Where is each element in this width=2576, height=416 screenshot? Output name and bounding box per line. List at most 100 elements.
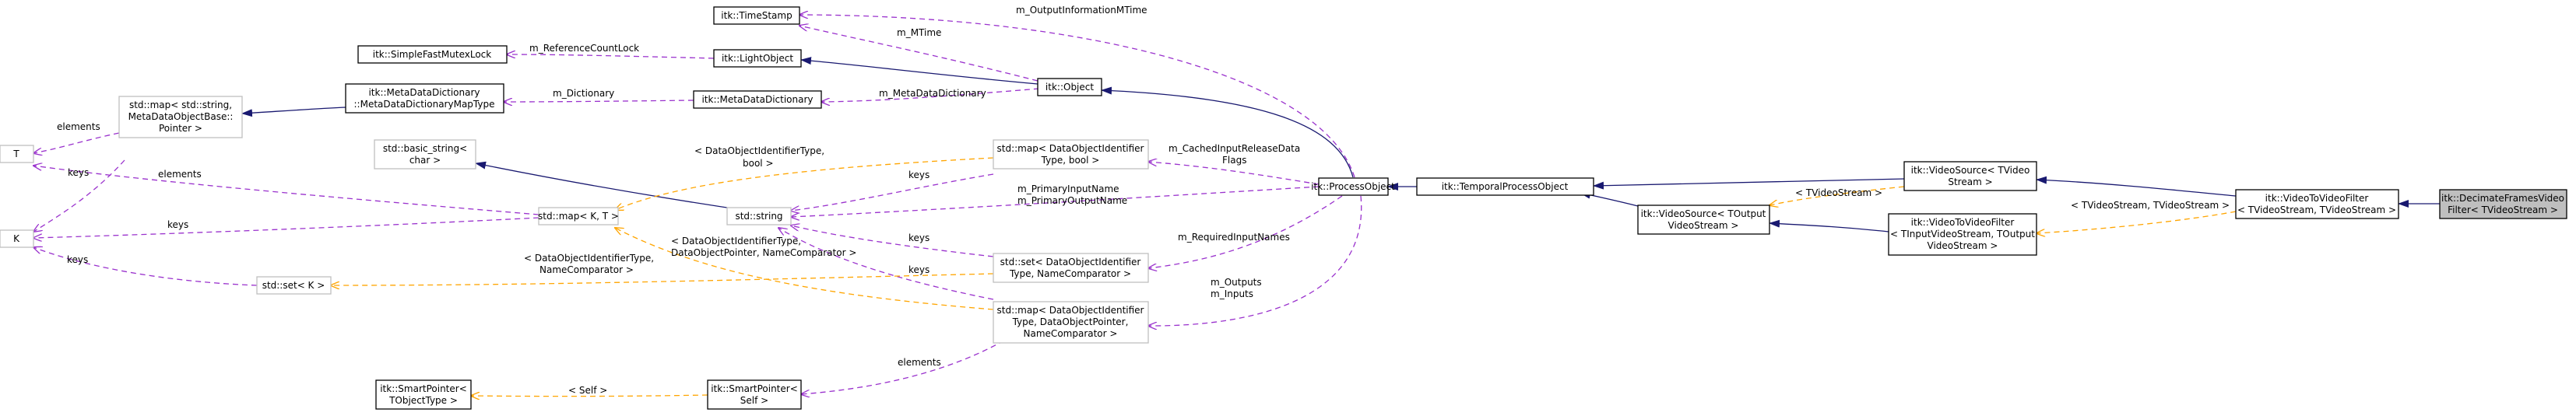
svg-text:itk::VideoSource< TVideo: itk::VideoSource< TVideo (1911, 165, 2030, 176)
use-edge-dictionary (504, 100, 694, 102)
svg-text:Type, DataObjectPointer,: Type, DataObjectPointer, (1012, 316, 1129, 327)
use-edge-outputs (1148, 195, 1362, 326)
svg-text:Stream >: Stream > (1948, 177, 1992, 187)
edge-label-primary-2: m_PrimaryOutputName (1017, 195, 1127, 206)
inherit-edge-processobject-object (1101, 86, 1354, 178)
class-node-std-string[interactable]: std::string (726, 207, 792, 225)
svg-text:itk::SimpleFastMutexLock: itk::SimpleFastMutexLock (373, 49, 492, 60)
svg-text:itk::DecimateFramesVideo: itk::DecimateFramesVideo (2441, 193, 2564, 204)
svg-text:itk::TemporalProcessObject: itk::TemporalProcessObject (1442, 181, 1569, 192)
svg-text:char >: char > (409, 155, 441, 166)
tmpl-edge-setident-setk (331, 273, 994, 285)
use-edge-keys-setident (791, 225, 994, 257)
svg-text:MetaDataObjectBase::: MetaDataObjectBase:: (128, 111, 234, 122)
svg-text:itk::LightObject: itk::LightObject (722, 53, 793, 64)
class-node-video-to-video-filter[interactable]: itk::VideoToVideoFilter < TVideoStream, … (2235, 189, 2399, 219)
node-layer: itk::DecimateFramesVideo Filter< TVideoS… (0, 6, 2567, 410)
class-node-process-object[interactable]: itk::ProcessObject (1311, 177, 1395, 196)
class-node-k[interactable]: K (0, 229, 34, 248)
svg-text:< TInputVideoStream, TOutput: < TInputVideoStream, TOutput (1890, 229, 2035, 239)
class-node-time-stamp[interactable]: itk::TimeStamp (713, 6, 800, 25)
tmpl-edge-v2vinout-v2v (2037, 211, 2237, 233)
class-node-video-source-toutput[interactable]: itk::VideoSource< TOutput VideoStream > (1637, 205, 1770, 235)
edge-label-mtime: m_MTime (897, 27, 941, 38)
use-edge-keys-k-mapstring (33, 159, 125, 232)
svg-text:itk::MetaDataDictionary: itk::MetaDataDictionary (701, 94, 813, 105)
edge-label-keys-setk: keys (67, 254, 88, 265)
use-edge-cached (1148, 162, 1320, 185)
svg-text:std::set< K >: std::set< K > (262, 280, 325, 291)
edge-label-tmpl-pointer-2: DataObjectPointer, NameComparator > (671, 247, 856, 258)
svg-text:VideoStream >: VideoStream > (1668, 220, 1739, 231)
svg-text:Self >: Self > (740, 395, 768, 406)
svg-text:itk::TimeStamp: itk::TimeStamp (721, 10, 792, 21)
edge-label-tmpl-pointer-1: < DataObjectIdentifierType, (671, 236, 801, 246)
edge-label-cached-1: m_CachedInputReleaseData (1169, 143, 1300, 154)
edge-label-required: m_RequiredInputNames (1178, 232, 1290, 243)
class-node-object[interactable]: itk::Object (1037, 78, 1102, 96)
svg-text:itk::SmartPointer<: itk::SmartPointer< (380, 383, 467, 394)
svg-text:std::map< K, T >: std::map< K, T > (538, 211, 619, 222)
svg-text:itk::VideoToVideoFilter: itk::VideoToVideoFilter (2265, 193, 2369, 204)
svg-text:T: T (12, 149, 19, 159)
class-node-simple-fast-mutex-lock[interactable]: itk::SimpleFastMutexLock (357, 45, 508, 64)
class-node-std-map-pointer[interactable]: std::map< DataObjectIdentifier Type, Dat… (993, 301, 1149, 344)
svg-text:std::map< DataObjectIdentifier: std::map< DataObjectIdentifier (997, 305, 1144, 316)
edge-label-tvideo-pair: < TVideoStream, TVideoStream > (2071, 200, 2230, 211)
use-edge-mtime (800, 26, 1038, 82)
svg-text:itk::MetaDataDictionary: itk::MetaDataDictionary (368, 87, 480, 98)
class-node-smart-pointer-tobjecttype[interactable]: itk::SmartPointer< TObjectType > (375, 379, 472, 410)
edge-label-tmpl-bool-1: < DataObjectIdentifierType, (694, 145, 824, 156)
edge-label-tmpl-nc-2: NameComparator > (539, 264, 634, 275)
svg-text:std::basic_string<: std::basic_string< (383, 143, 467, 154)
edge-label-elements-map: elements (158, 169, 202, 180)
use-edge-elements-mapkt (33, 166, 539, 215)
inherit-edge-v2v-videosource (2036, 176, 2237, 197)
edge-label-tvideo: < TVideoStream > (1795, 187, 1882, 198)
use-edge-metadatadictionary (821, 88, 1040, 102)
svg-text:NameComparator >: NameComparator > (1024, 328, 1118, 339)
class-node-decimate-frames-video-filter[interactable]: itk::DecimateFramesVideo Filter< TVideoS… (2439, 189, 2567, 219)
use-edge-keys-setk (33, 247, 258, 286)
edge-label-keys-k: keys (68, 167, 89, 178)
use-edge-keys-mapbool (791, 173, 994, 211)
svg-text:itk::SmartPointer<: itk::SmartPointer< (711, 383, 798, 394)
class-node-basic-string[interactable]: std::basic_string< char > (374, 139, 476, 170)
class-node-std-set-identifier[interactable]: std::set< DataObjectIdentifier Type, Nam… (993, 253, 1149, 283)
edge-layer (33, 15, 2440, 397)
use-edge-required (1148, 195, 1343, 268)
use-edge-elements-t (33, 132, 120, 153)
edge-label-elements-smart: elements (898, 357, 941, 368)
edge-label-cached-2: Flags (1222, 155, 1246, 166)
class-node-meta-data-dictionary-map-type[interactable]: itk::MetaDataDictionary ::MetaDataDictio… (345, 83, 504, 114)
class-node-std-map-k-t[interactable]: std::map< K, T > (538, 207, 619, 225)
edge-label-layer: m_OutputInformationMTime m_MTime m_Refer… (57, 5, 2230, 396)
class-node-video-source-tvideo[interactable]: itk::VideoSource< TVideo Stream > (1903, 161, 2037, 191)
svg-text:itk::VideoToVideoFilter: itk::VideoToVideoFilter (1911, 217, 2015, 228)
edge-label-tmpl-bool-2: bool > (743, 158, 774, 169)
tmpl-edge-videosourceout-videosource (1769, 186, 1905, 205)
class-node-std-map-string-metadata[interactable]: std::map< std::string, MetaDataObjectBas… (118, 96, 243, 138)
edge-label-outputs-2: m_Inputs (1211, 288, 1253, 299)
inherit-edge-v2vinout-videosourceout (1769, 219, 1889, 232)
edge-label-primary-1: m_PrimaryInputName (1017, 184, 1119, 194)
edge-label-tmpl-nc-1: < DataObjectIdentifierType, (524, 253, 654, 264)
class-node-smart-pointer-self[interactable]: itk::SmartPointer< Self > (707, 379, 802, 410)
use-edge-output-mtime (800, 15, 1355, 178)
class-node-temporal-process-object[interactable]: itk::TemporalProcessObject (1416, 177, 1594, 196)
edge-label-output-mtime: m_OutputInformationMTime (1016, 5, 1147, 16)
class-node-light-object[interactable]: itk::LightObject (713, 49, 802, 68)
tmpl-edge-mappointer-mapkt (615, 228, 994, 310)
class-node-meta-data-dictionary[interactable]: itk::MetaDataDictionary (693, 90, 822, 109)
edge-label-outputs-1: m_Outputs (1211, 277, 1262, 288)
svg-text:std::string: std::string (735, 211, 782, 222)
svg-text:VideoStream >: VideoStream > (1928, 240, 1998, 251)
svg-text:itk::ProcessObject: itk::ProcessObject (1311, 181, 1395, 192)
class-node-t[interactable]: T (0, 145, 34, 163)
svg-text:std::set< DataObjectIdentifier: std::set< DataObjectIdentifier (1000, 257, 1141, 267)
edge-label-keys-mapbool: keys (908, 170, 930, 180)
class-node-std-map-bool[interactable]: std::map< DataObjectIdentifier Type, boo… (993, 139, 1149, 170)
class-node-video-to-video-filter-inout[interactable]: itk::VideoToVideoFilter < TInputVideoStr… (1888, 213, 2037, 256)
class-node-std-set-k[interactable]: std::set< K > (256, 276, 332, 295)
